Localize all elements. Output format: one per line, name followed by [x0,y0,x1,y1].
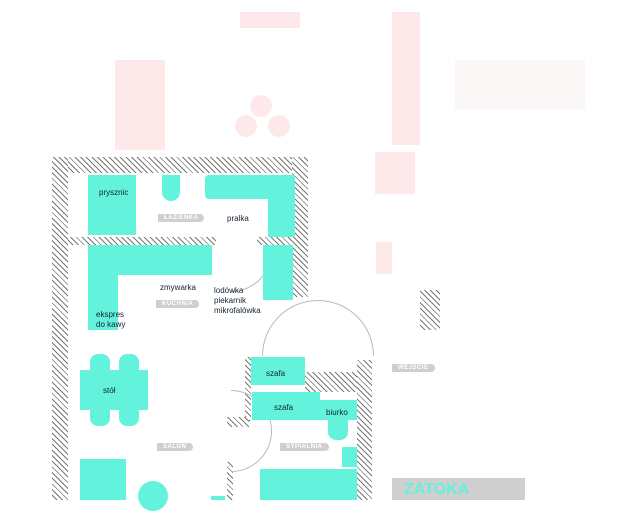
ghost-shape [375,152,415,194]
room-label-living: SALON [157,443,193,451]
footer-label: ZATOKA [392,478,525,500]
room-label-entrance: WEJŚCIE [392,364,435,372]
wall [68,237,216,245]
cabinet [211,496,225,500]
coffee-label: do kawy [96,320,126,329]
room-label-bathroom: ŁAZIENKA [158,214,205,222]
wardrobe-label: szafa [274,403,294,412]
room-label-kitchen: KUCHNIA [156,300,200,308]
sofa [80,459,126,500]
footer-label-text: ZATOKA [404,481,470,498]
wardrobe-label: szafa [266,369,286,378]
bed [260,469,357,500]
ghost-shape [250,95,272,117]
wall [305,372,372,392]
wardrobe [252,392,320,420]
desk-label: biurko [326,408,348,417]
toilet [162,175,180,201]
wall [52,157,308,173]
kitchen-counter [88,245,118,330]
wall [357,360,372,500]
coffee-label: ekspres [96,310,125,319]
ghost-shape [268,115,290,137]
ghost-shape [392,12,420,145]
table-label: stół [103,386,116,395]
shower-label: prysznic [99,188,129,197]
dishwasher-label: zmywarka [160,283,197,292]
round-table [138,481,168,511]
ghost-box [455,60,585,110]
wall [245,357,251,421]
wall [292,157,308,297]
wall [227,462,233,500]
microwave-label: mikrofalówka [214,306,261,315]
fridge-column [263,245,293,300]
wall [257,237,295,245]
ghost-shape [240,12,300,28]
wardrobe [251,357,305,385]
wall [420,290,440,330]
washer-area [268,175,295,237]
washer-label: pralka [227,214,249,223]
dining-table [80,370,148,410]
ghost-shape [376,242,392,274]
ghost-shape [235,115,257,137]
oven-label: piekarnik [214,296,247,305]
ghost-shape [115,60,165,150]
wall [52,157,68,500]
nightstand [342,447,357,467]
desk [320,400,357,420]
room-label-bedroom: SYPIALNIA [280,443,329,451]
fridge-label: lodówka [214,286,244,295]
desk-chair [328,420,348,440]
shower [88,175,136,235]
